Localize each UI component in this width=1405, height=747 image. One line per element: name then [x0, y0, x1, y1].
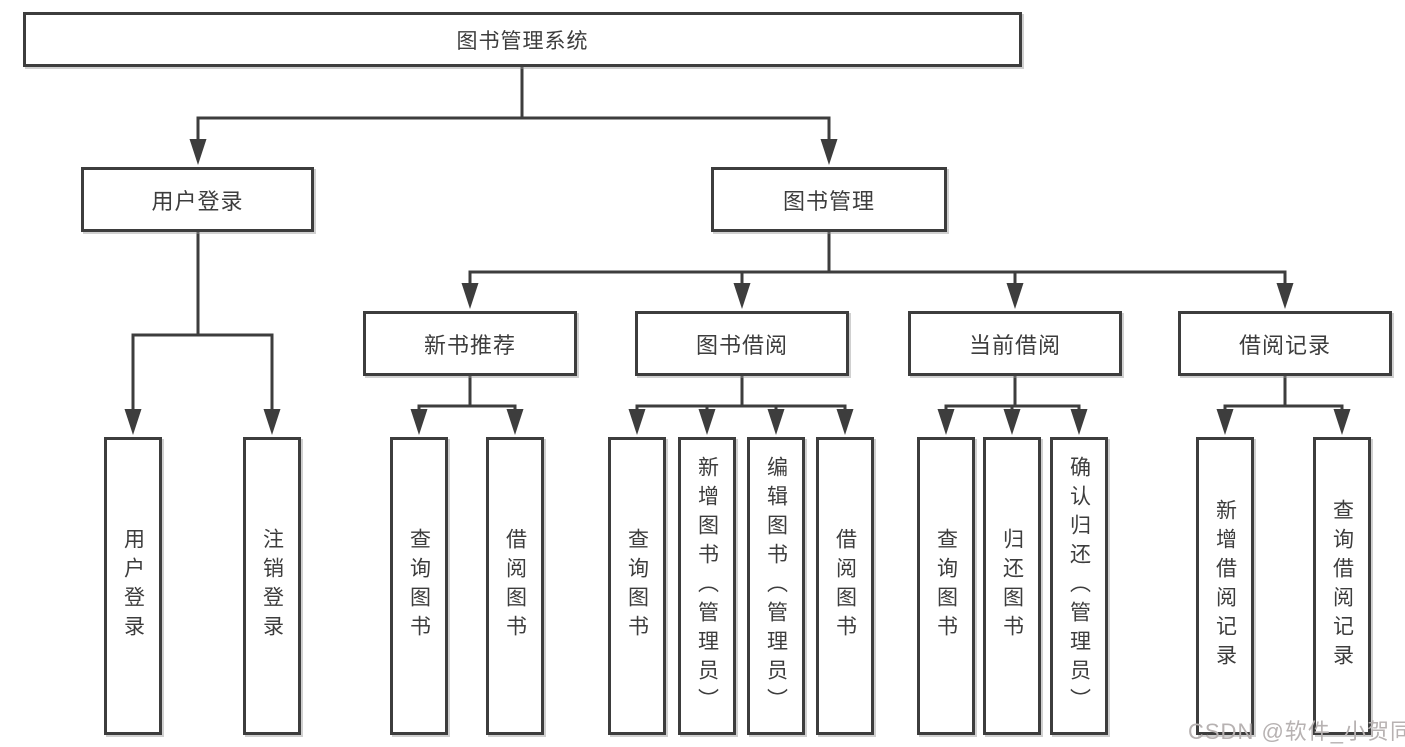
leaf-label: 确认归还（管理员）	[1067, 455, 1091, 717]
leaf-label: 编辑图书（管理员）	[764, 455, 788, 717]
leaf-label: 新增借阅记录	[1213, 499, 1237, 673]
leaf-label: 查询借阅记录	[1330, 499, 1354, 673]
leaf-label: 查询图书	[625, 528, 649, 644]
leaf-confirm-return-admin: 确认归还（管理员）	[1050, 437, 1108, 735]
node-book-management: 图书管理	[711, 167, 947, 232]
node-new-book-recommendation: 新书推荐	[363, 311, 577, 376]
leaf-label: 查询图书	[934, 528, 958, 644]
leaf-borrow-books-recommend: 借阅图书	[486, 437, 544, 735]
leaf-query-books-recommend: 查询图书	[390, 437, 448, 735]
leaf-return-books: 归还图书	[983, 437, 1041, 735]
leaf-query-books-borrowing: 查询图书	[608, 437, 666, 735]
leaf-label: 查询图书	[407, 528, 431, 644]
node-user-login: 用户登录	[81, 167, 314, 232]
leaf-label: 归还图书	[1000, 528, 1024, 644]
node-book-borrowing: 图书借阅	[635, 311, 849, 376]
leaf-query-borrow-record: 查询借阅记录	[1313, 437, 1371, 735]
leaf-add-books-admin: 新增图书（管理员）	[678, 437, 736, 735]
leaf-add-borrow-record: 新增借阅记录	[1196, 437, 1254, 735]
node-borrowing-records: 借阅记录	[1178, 311, 1392, 376]
leaf-user-login: 用户登录	[104, 437, 162, 735]
csdn-watermark: CSDN @软件_小贺同学	[1188, 719, 1405, 744]
node-current-borrowing: 当前借阅	[908, 311, 1122, 376]
leaf-edit-books-admin: 编辑图书（管理员）	[747, 437, 805, 735]
leaf-label: 用户登录	[121, 528, 145, 644]
leaf-borrow-books-borrowing: 借阅图书	[816, 437, 874, 735]
leaf-logout-login: 注销登录	[243, 437, 301, 735]
leaf-label: 借阅图书	[503, 528, 527, 644]
leaf-label: 注销登录	[260, 528, 284, 644]
leaf-label: 新增图书（管理员）	[695, 455, 719, 717]
node-library-management-system: 图书管理系统	[23, 12, 1022, 67]
leaf-query-books-current: 查询图书	[917, 437, 975, 735]
leaf-label: 借阅图书	[833, 528, 857, 644]
